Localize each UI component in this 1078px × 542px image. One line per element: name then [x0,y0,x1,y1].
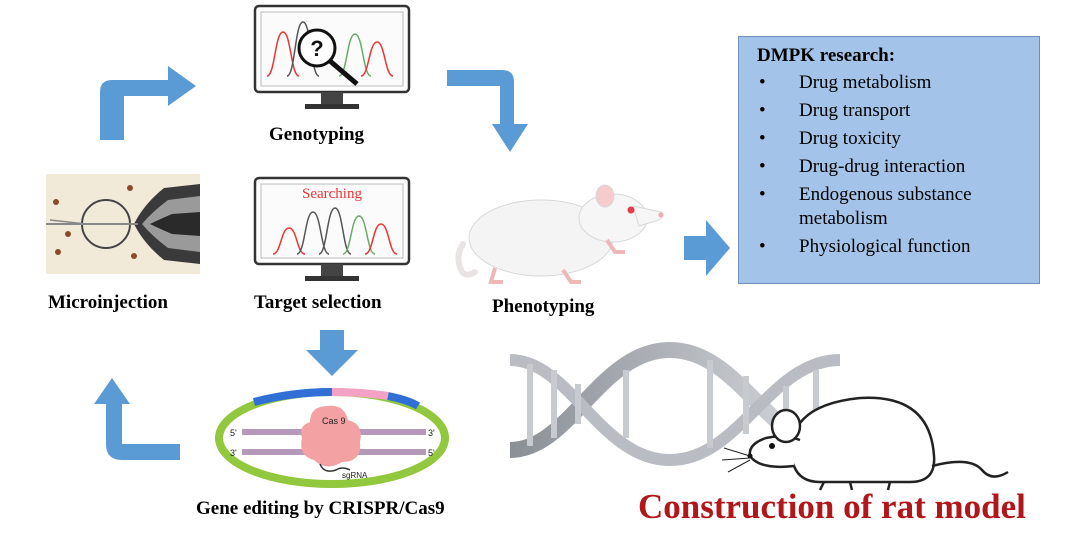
monitor-question-mark: ? [310,36,323,61]
dmpk-item: Drug-drug interaction [757,155,1029,179]
label-microinjection: Microinjection [48,292,168,313]
cas9-label: Cas 9 [322,416,346,426]
monitor-searching-text: Searching [302,186,362,202]
dmpk-item: Drug transport [757,99,1029,123]
mouse-sketch [721,396,1009,491]
dmpk-item: Physiological function [757,235,1029,259]
arrow-microinjection-to-genotyping [100,66,196,140]
label-gene-editing: Gene editing by CRISPR/Cas9 [196,498,445,519]
label-target-selection: Target selection [254,292,382,313]
dmpk-item: Endogenous substance metabolism [757,183,1009,231]
five-prime-left-label: 5' [230,428,237,438]
crispr-plasmid-diagram: Cas 9 5' 3' 3' 5' sgRNA [215,388,449,488]
label-genotyping: Genotyping [269,124,365,145]
label-phenotyping: Phenotyping [492,296,595,317]
arrow-genotyping-to-phenotyping [447,70,528,152]
sgrna-label: sgRNA [342,471,368,480]
three-prime-right-label: 3' [428,428,435,438]
monitor-target-selection: Searching [253,176,411,281]
microinjection-image [46,174,200,274]
three-prime-left-label: 3' [230,448,237,458]
rat-photo [455,184,664,284]
construction-title: Construction of rat model [638,487,1026,526]
dmpk-title: DMPK research: [757,45,896,66]
dmpk-title-text: DMPK research [757,45,889,66]
arrow-crispr-to-microinjection [94,378,180,460]
dmpk-list: Drug metabolism Drug transport Drug toxi… [757,71,1029,259]
five-prime-right-label: 5' [428,448,435,458]
dmpk-research-box: DMPK research: Drug metabolism Drug tran… [738,36,1040,284]
monitor-genotyping: ? [253,4,411,109]
arrow-phenotyping-to-dmpk [684,220,730,276]
arrow-target-to-crispr [306,330,358,376]
dmpk-item: Drug metabolism [757,71,1029,95]
dmpk-item: Drug toxicity [757,127,1029,151]
